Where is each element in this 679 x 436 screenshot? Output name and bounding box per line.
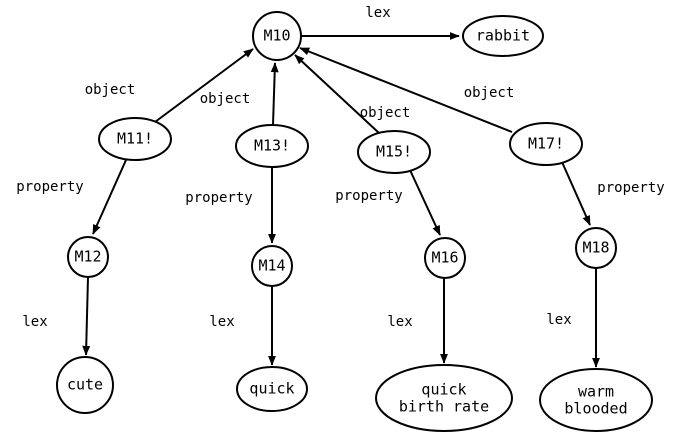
node-quick[interactable]: quick [236,366,308,412]
edge-label-lex: lex [365,5,390,21]
node-m13[interactable]: M13! [235,124,309,168]
edge-label-lex: lex [387,314,412,330]
edge-m17-to-m10 [299,47,513,133]
node-shape-circle [424,237,466,279]
node-m12[interactable]: M12 [67,236,109,278]
node-m15[interactable]: M15! [357,130,431,174]
edge-m15-to-m16 [409,169,441,236]
edge-label-property: property [185,190,252,206]
node-rabbit[interactable]: rabbit [462,15,544,57]
edges-layer [82,32,600,368]
node-label-cute: cute [67,376,103,394]
node-label-m16: M16 [431,249,458,267]
edge-label-lex: lex [209,314,234,330]
edge-label-property: property [335,188,402,204]
node-label-m15: M15! [376,143,412,161]
node-m17[interactable]: M17! [509,122,583,166]
node-shape-ellipse [98,117,172,161]
node-label-rabbit: rabbit [476,27,530,45]
node-label-m11: M11! [117,130,153,148]
node-cute[interactable]: cute [56,356,114,414]
edge-m12-to-cute [82,276,91,356]
node-shape-circle [67,236,109,278]
node-shape-ellipse [375,364,513,432]
node-shape-ellipse [357,130,431,174]
node-shape-ellipse [236,366,308,412]
edge-label-lex: lex [546,312,571,328]
node-label-m17: M17! [528,135,564,153]
node-m11[interactable]: M11! [98,117,172,161]
edge-label-property: property [597,180,664,196]
edge-label-object: object [200,91,251,107]
node-label-quick: quick [249,380,294,398]
edge-label-property: property [16,179,83,195]
node-shape-ellipse [509,122,583,166]
node-shape-circle [56,356,114,414]
node-m16[interactable]: M16 [424,237,466,279]
edge-label-lex: lex [22,314,47,330]
node-m10[interactable]: M10 [252,11,302,61]
edge-m17-to-m18 [561,161,591,226]
edge-label-object: object [360,105,411,121]
node-label-m18: M18 [582,239,609,257]
edge-m15-to-m10 [294,54,380,134]
node-m18[interactable]: M18 [575,227,617,269]
node-shape-ellipse [539,368,653,432]
node-label-m10: M10 [263,27,290,45]
node-label-m12: M12 [74,248,101,266]
edge-m11-to-m10 [154,48,254,123]
node-shape-circle [252,11,302,61]
edge-label-object: object [464,85,515,101]
edge-labels-layer: lex object object object object property prope… [16,5,664,330]
node-label-m14: M14 [258,257,285,275]
node-shape-circle [251,245,293,287]
edge-m11-to-m12 [92,159,127,235]
node-label-m13: M13! [254,137,290,155]
node-shape-ellipse [462,15,544,57]
node-shape-circle [575,227,617,269]
edge-m13-to-m10 [270,62,279,126]
node-shape-ellipse [235,124,309,168]
edge-label-object: object [85,82,136,98]
node-m14[interactable]: M14 [251,245,293,287]
